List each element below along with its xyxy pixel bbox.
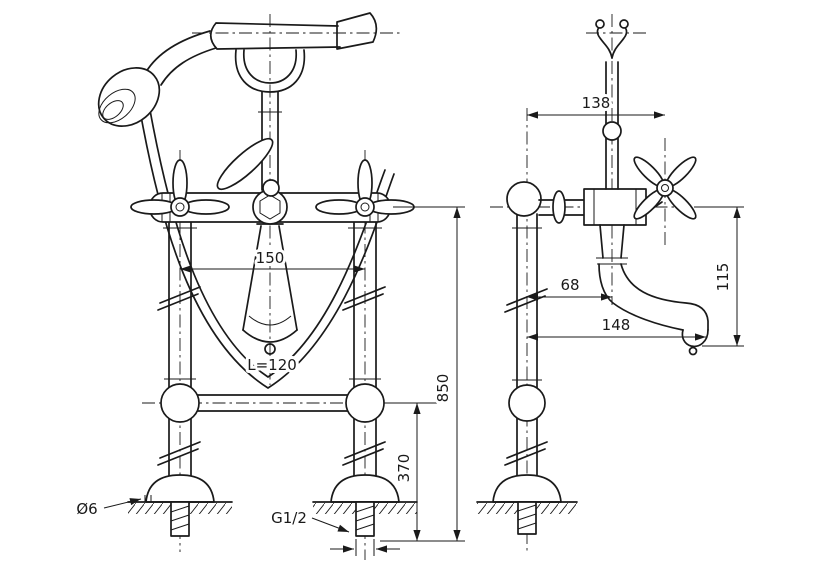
dim-leg-spacing: 150 <box>256 249 285 267</box>
ball-joint-left <box>160 383 200 423</box>
ball-joint-right <box>345 383 385 423</box>
spout-tip-nub <box>264 343 276 355</box>
riser-break-ticks <box>504 441 548 466</box>
cross-handle-left <box>130 159 230 217</box>
dim-riser-height: 370 <box>395 454 413 483</box>
elbow-ball <box>506 181 542 217</box>
handset-neck <box>145 30 217 86</box>
dimension-lines <box>103 111 744 556</box>
handset-inlet-cone <box>336 12 378 50</box>
dim-spout-reach: 148 <box>602 316 631 334</box>
ball-joint-side <box>508 384 546 422</box>
floor-flange-right <box>330 474 400 503</box>
holder-ring <box>602 121 622 141</box>
cross-brace <box>196 394 349 412</box>
hand-shower <box>97 12 378 127</box>
leg-break-ticks <box>157 286 201 311</box>
dim-mount-hole-diameter: Ø6 <box>76 500 97 518</box>
spout-cone <box>242 223 298 355</box>
thread-stub-right <box>355 501 375 537</box>
shower-holder-fork <box>595 19 629 190</box>
floor-flange-left <box>145 474 215 503</box>
centerlines <box>138 14 700 560</box>
spout-drip-tip <box>688 346 698 356</box>
left-leg <box>157 221 201 479</box>
dim-spout-length: L=120 <box>247 356 297 374</box>
riser-break-ticks <box>504 288 548 313</box>
side-view <box>476 19 709 535</box>
leader-thread <box>311 517 350 533</box>
right-leg <box>342 221 386 479</box>
hex-nut <box>259 194 281 220</box>
dim-handle-offset: 138 <box>582 94 611 112</box>
dim-spout-drop-height: 115 <box>714 263 732 292</box>
dimension-labels: 150 L=120 850 370 Ø6 G1/2 138 68 148 115 <box>73 91 735 530</box>
valve-body-side <box>538 188 647 226</box>
leader-mount-hole <box>103 498 142 509</box>
thread-stub-side <box>517 501 537 535</box>
spout-side <box>596 224 709 356</box>
dim-total-height: 850 <box>434 374 452 403</box>
riser-pipe <box>504 213 548 479</box>
diverter-lever <box>216 137 280 197</box>
leg-break-ticks <box>157 441 201 466</box>
floor-flange-side <box>492 474 562 503</box>
cross-handle-right <box>315 159 415 217</box>
shower-head <box>97 67 161 127</box>
dim-spout-axis-offset: 68 <box>560 276 579 294</box>
thread-stub-left <box>170 501 190 537</box>
handset-grip <box>209 22 341 50</box>
front-view <box>97 12 418 537</box>
cross-handle-side <box>633 156 697 220</box>
leg-break-ticks <box>342 441 386 466</box>
dim-inlet-thread: G1/2 <box>271 509 307 527</box>
leg-break-ticks <box>342 286 386 311</box>
